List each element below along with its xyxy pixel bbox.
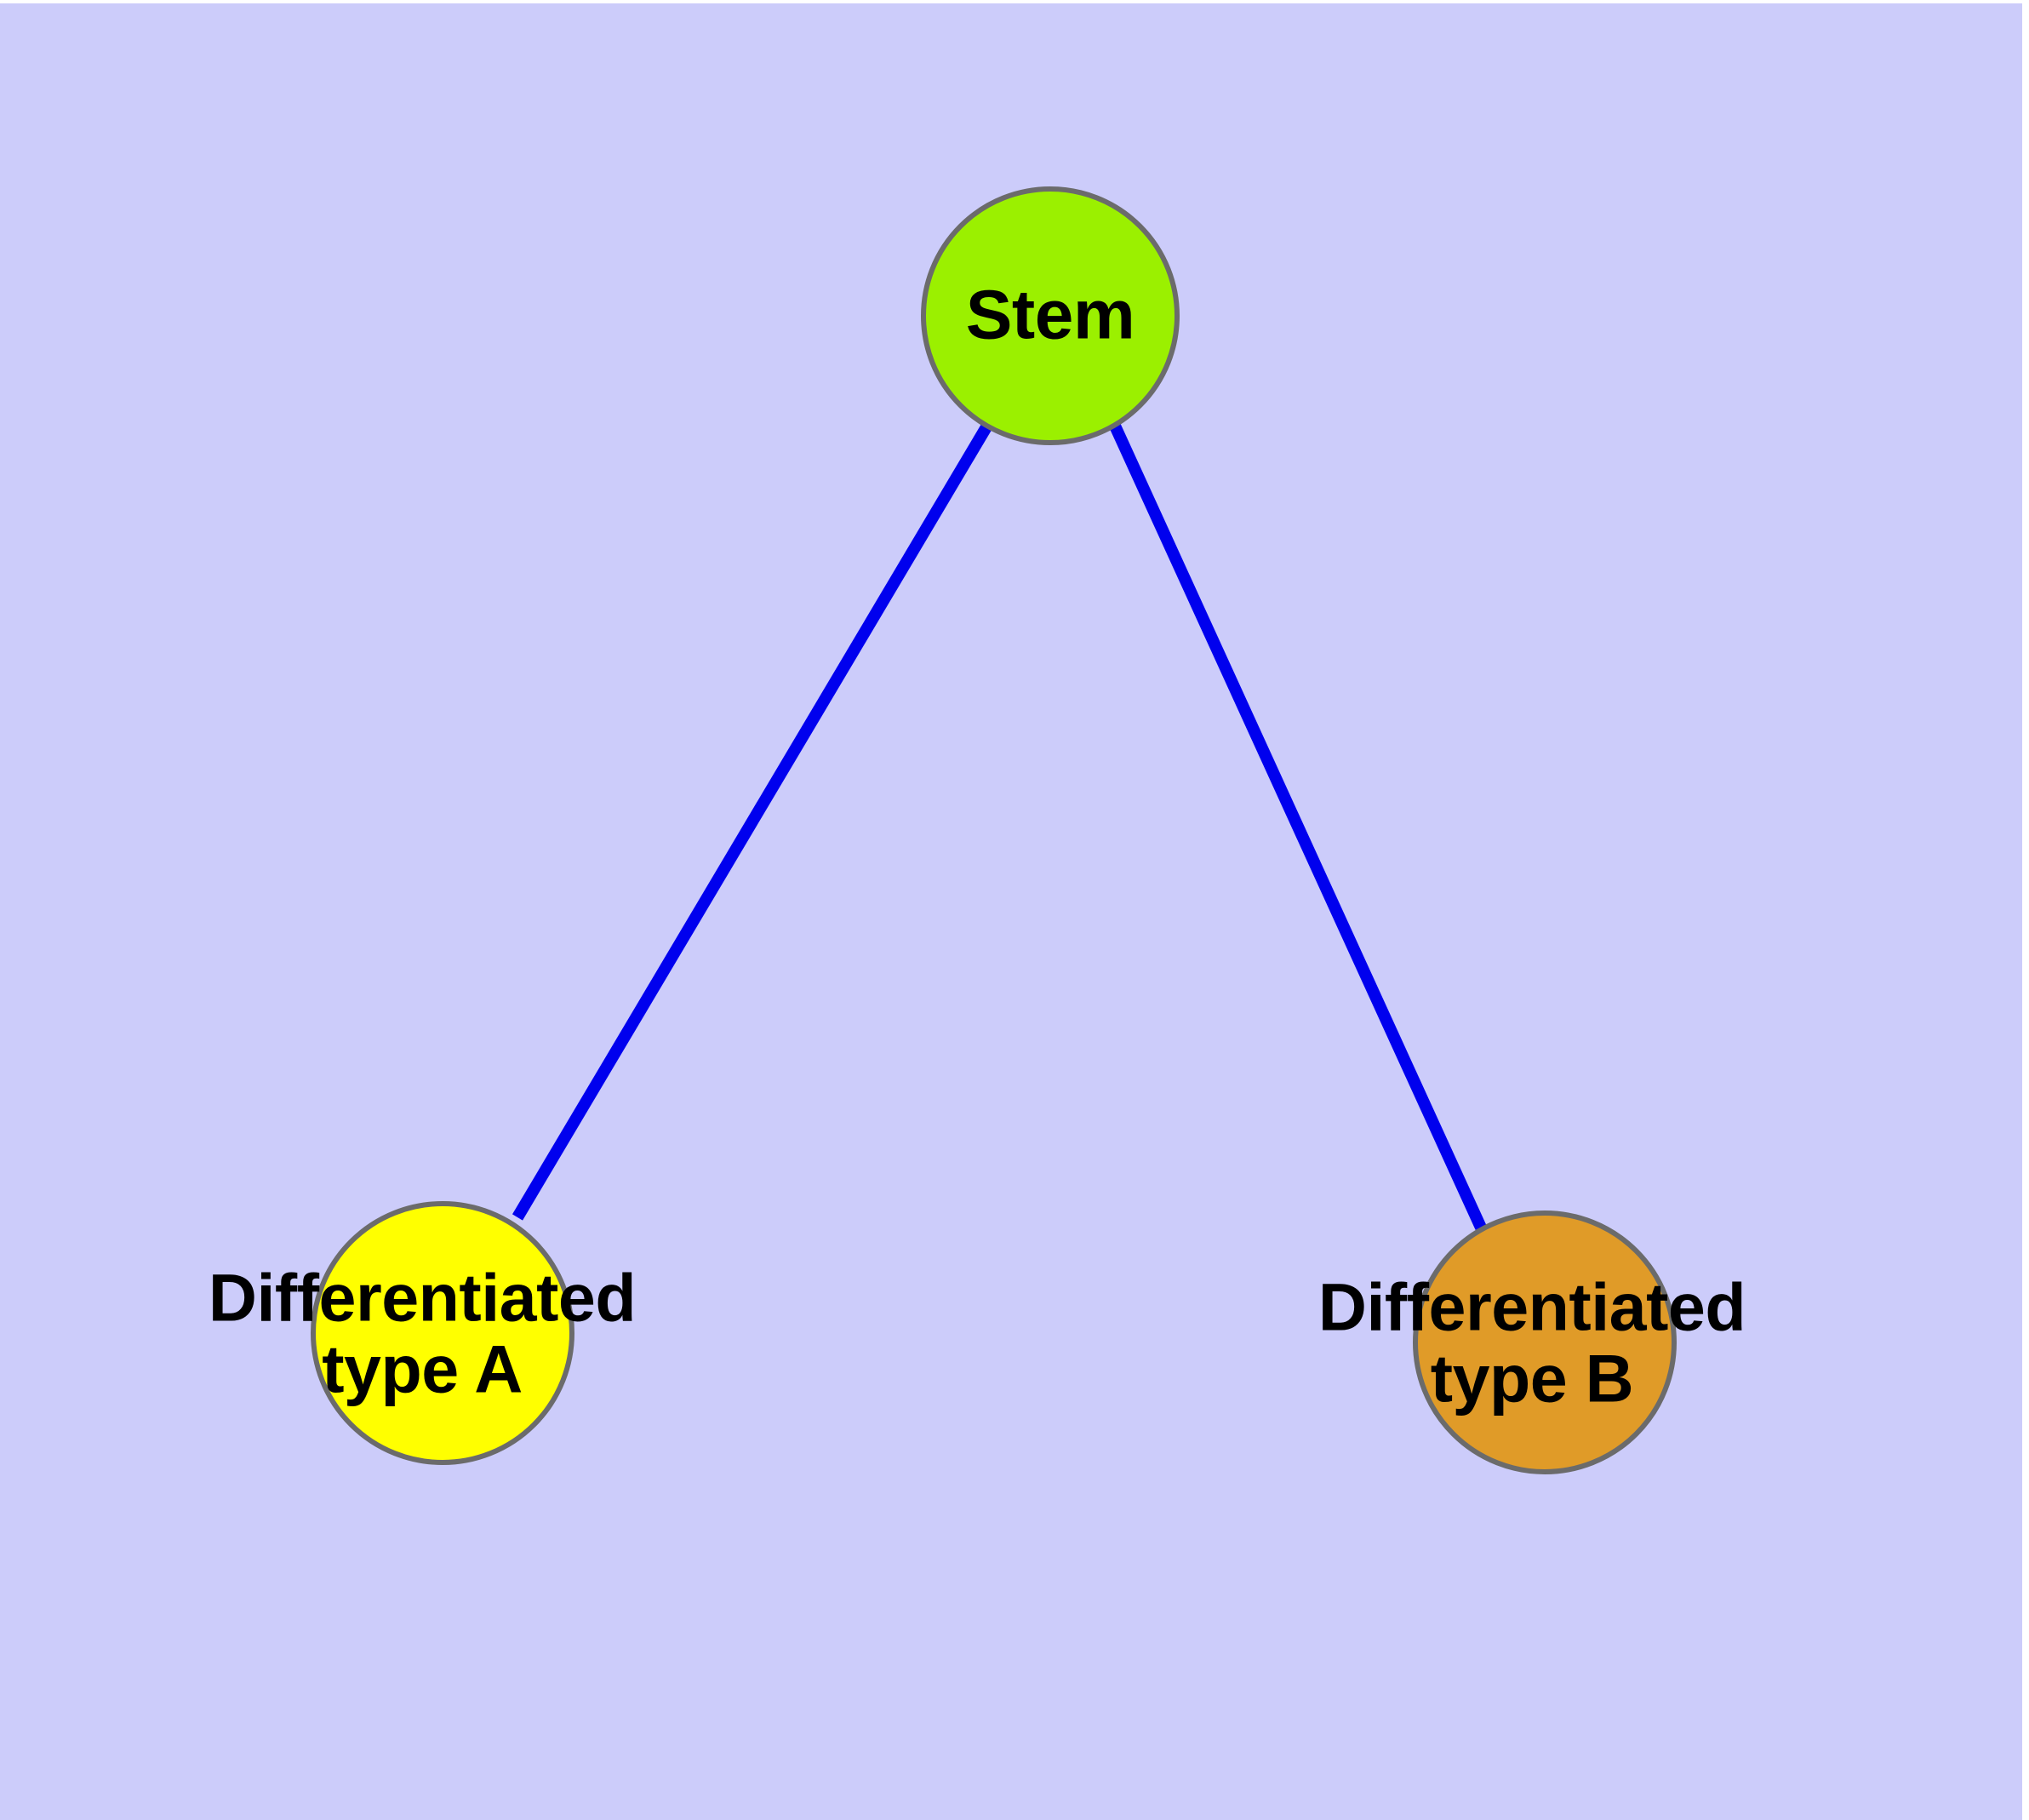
node-differentiated-b-circle[interactable] [1413, 1210, 1677, 1474]
node-layer [311, 186, 1677, 1474]
edge-stem-to-differentiated-a [512, 422, 993, 1221]
edge-layer [512, 421, 1487, 1230]
node-differentiated-a-circle[interactable] [311, 1201, 574, 1465]
node-stem-circle[interactable] [921, 186, 1180, 445]
edge-stem-to-differentiated-b [1108, 421, 1487, 1230]
